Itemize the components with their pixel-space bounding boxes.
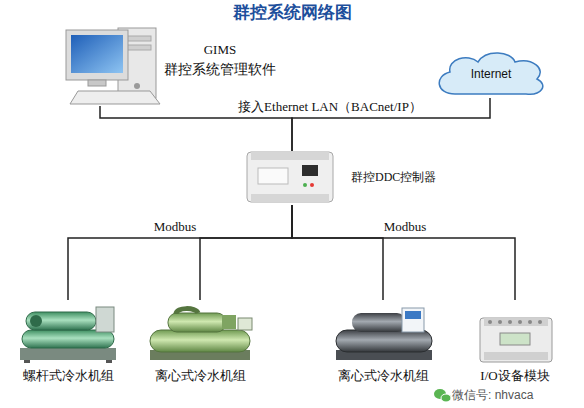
io-module — [480, 318, 552, 362]
watermark: 微信号: nhvaca — [452, 388, 533, 402]
computer-icon — [71, 35, 123, 73]
io-module — [528, 320, 532, 324]
io-module — [500, 333, 530, 345]
node-label: 离心式冷水机组 — [323, 368, 443, 384]
io-module — [508, 320, 512, 324]
bus-label: 接入Ethernet LAN（BACnet/IP） — [236, 99, 424, 115]
centrifugal-chiller — [402, 308, 424, 332]
computer-icon — [66, 28, 160, 104]
node-label: GIMS — [160, 42, 280, 58]
computer-icon — [70, 91, 160, 104]
ddc-controller — [303, 183, 307, 187]
node-label: 螺杆式冷水机组 — [8, 368, 128, 384]
management-pc: GIMS 群控系统管理软件 — [60, 20, 282, 106]
centrifugal-chiller — [352, 313, 406, 332]
screw-chiller — [106, 360, 112, 363]
network-line — [292, 205, 515, 300]
node-label: 离心式冷水机组 — [140, 368, 260, 384]
node-sublabel: 群控系统管理软件 — [160, 62, 280, 79]
io-module — [538, 320, 542, 324]
chiller-unit: 离心式冷水机组 — [140, 300, 262, 386]
io-module — [498, 320, 502, 324]
centrifugal-chiller — [150, 309, 252, 360]
ddc-controller — [302, 165, 318, 176]
ddc-controller — [258, 168, 288, 184]
wechat-icon — [441, 394, 451, 402]
centrifugal-chiller — [168, 313, 226, 332]
centrifugal-chiller — [176, 309, 198, 314]
ddc-controller — [251, 194, 329, 202]
ddc-controller — [247, 152, 333, 202]
computer-icon — [88, 80, 106, 86]
ddc-controller: 群控DDC控制器 — [245, 151, 447, 205]
screw-chiller — [96, 307, 114, 332]
ddc-controller — [310, 183, 314, 187]
io-module — [484, 352, 548, 360]
screw-chiller — [22, 330, 114, 348]
screw-chiller — [26, 312, 96, 330]
computer-icon — [134, 83, 140, 89]
io-module — [484, 318, 548, 326]
network-line — [68, 205, 292, 300]
io-module — [518, 320, 522, 324]
wechat-icon — [434, 389, 451, 402]
chiller-unit: 离心式冷水机组 — [323, 300, 445, 386]
network-line — [200, 205, 292, 300]
internet-cloud: Internet — [435, 52, 549, 98]
io-module: I/O设备模块 — [455, 300, 577, 386]
computer-icon — [66, 30, 128, 80]
io-module — [480, 318, 552, 362]
node-label: Internet — [435, 67, 547, 81]
screw-chiller — [20, 348, 116, 360]
centrifugal-chiller — [222, 315, 236, 329]
network-line — [292, 205, 383, 300]
node-label: I/O设备模块 — [455, 368, 575, 384]
centrifugal-chiller — [336, 308, 432, 360]
centrifugal-chiller — [150, 330, 250, 352]
centrifugal-chiller — [336, 330, 432, 352]
screw-chiller — [24, 360, 30, 363]
bus-label: Modbus — [382, 219, 429, 235]
ddc-controller — [251, 152, 329, 160]
diagram-title: 群控系统网络图 — [0, 3, 584, 23]
centrifugal-chiller — [238, 318, 252, 330]
io-module — [488, 320, 492, 324]
ddc-controller — [247, 152, 333, 202]
bus-label: Modbus — [152, 219, 199, 235]
screw-chiller — [30, 315, 42, 327]
chiller-unit: 螺杆式冷水机组 — [8, 300, 130, 386]
centrifugal-chiller — [405, 311, 421, 319]
node-label: 群控DDC控制器 — [351, 170, 445, 184]
screw-chiller — [20, 307, 116, 363]
